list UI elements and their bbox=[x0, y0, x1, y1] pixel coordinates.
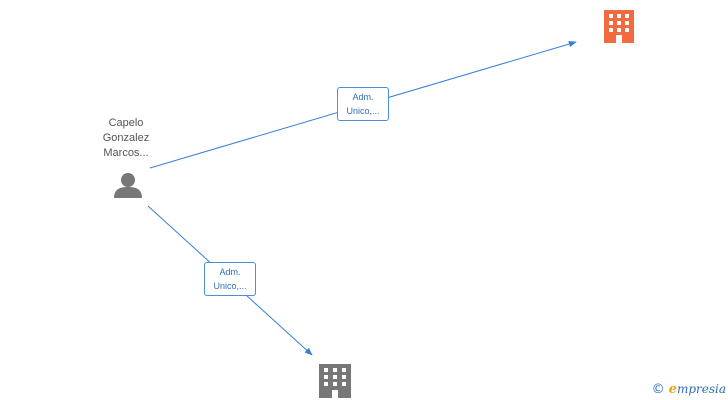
relation-label[interactable]: Adm. Unico,... bbox=[337, 87, 389, 121]
relation-label[interactable]: Adm. Unico,... bbox=[204, 262, 256, 296]
relation-role-detail: Unico,... bbox=[213, 281, 247, 291]
empresia-watermark: ©empresia bbox=[652, 381, 726, 397]
relation-role-detail: Unico,... bbox=[346, 106, 380, 116]
relation-role: Adm. bbox=[352, 92, 374, 102]
person-name-line: Capelo bbox=[108, 117, 144, 129]
person-name-line: Marcos... bbox=[103, 147, 149, 159]
building-icon[interactable] bbox=[319, 364, 351, 398]
building-icon[interactable] bbox=[604, 10, 634, 43]
person-name[interactable]: Capelo Gonzalez Marcos... bbox=[76, 116, 176, 161]
relation-role: Adm. bbox=[219, 267, 241, 277]
brand-name: mpresia bbox=[676, 382, 726, 396]
person-icon[interactable] bbox=[114, 173, 142, 198]
person-name-line: Gonzalez bbox=[102, 132, 150, 144]
copyright-icon: © bbox=[651, 382, 665, 397]
brand-initial: e bbox=[668, 382, 677, 397]
